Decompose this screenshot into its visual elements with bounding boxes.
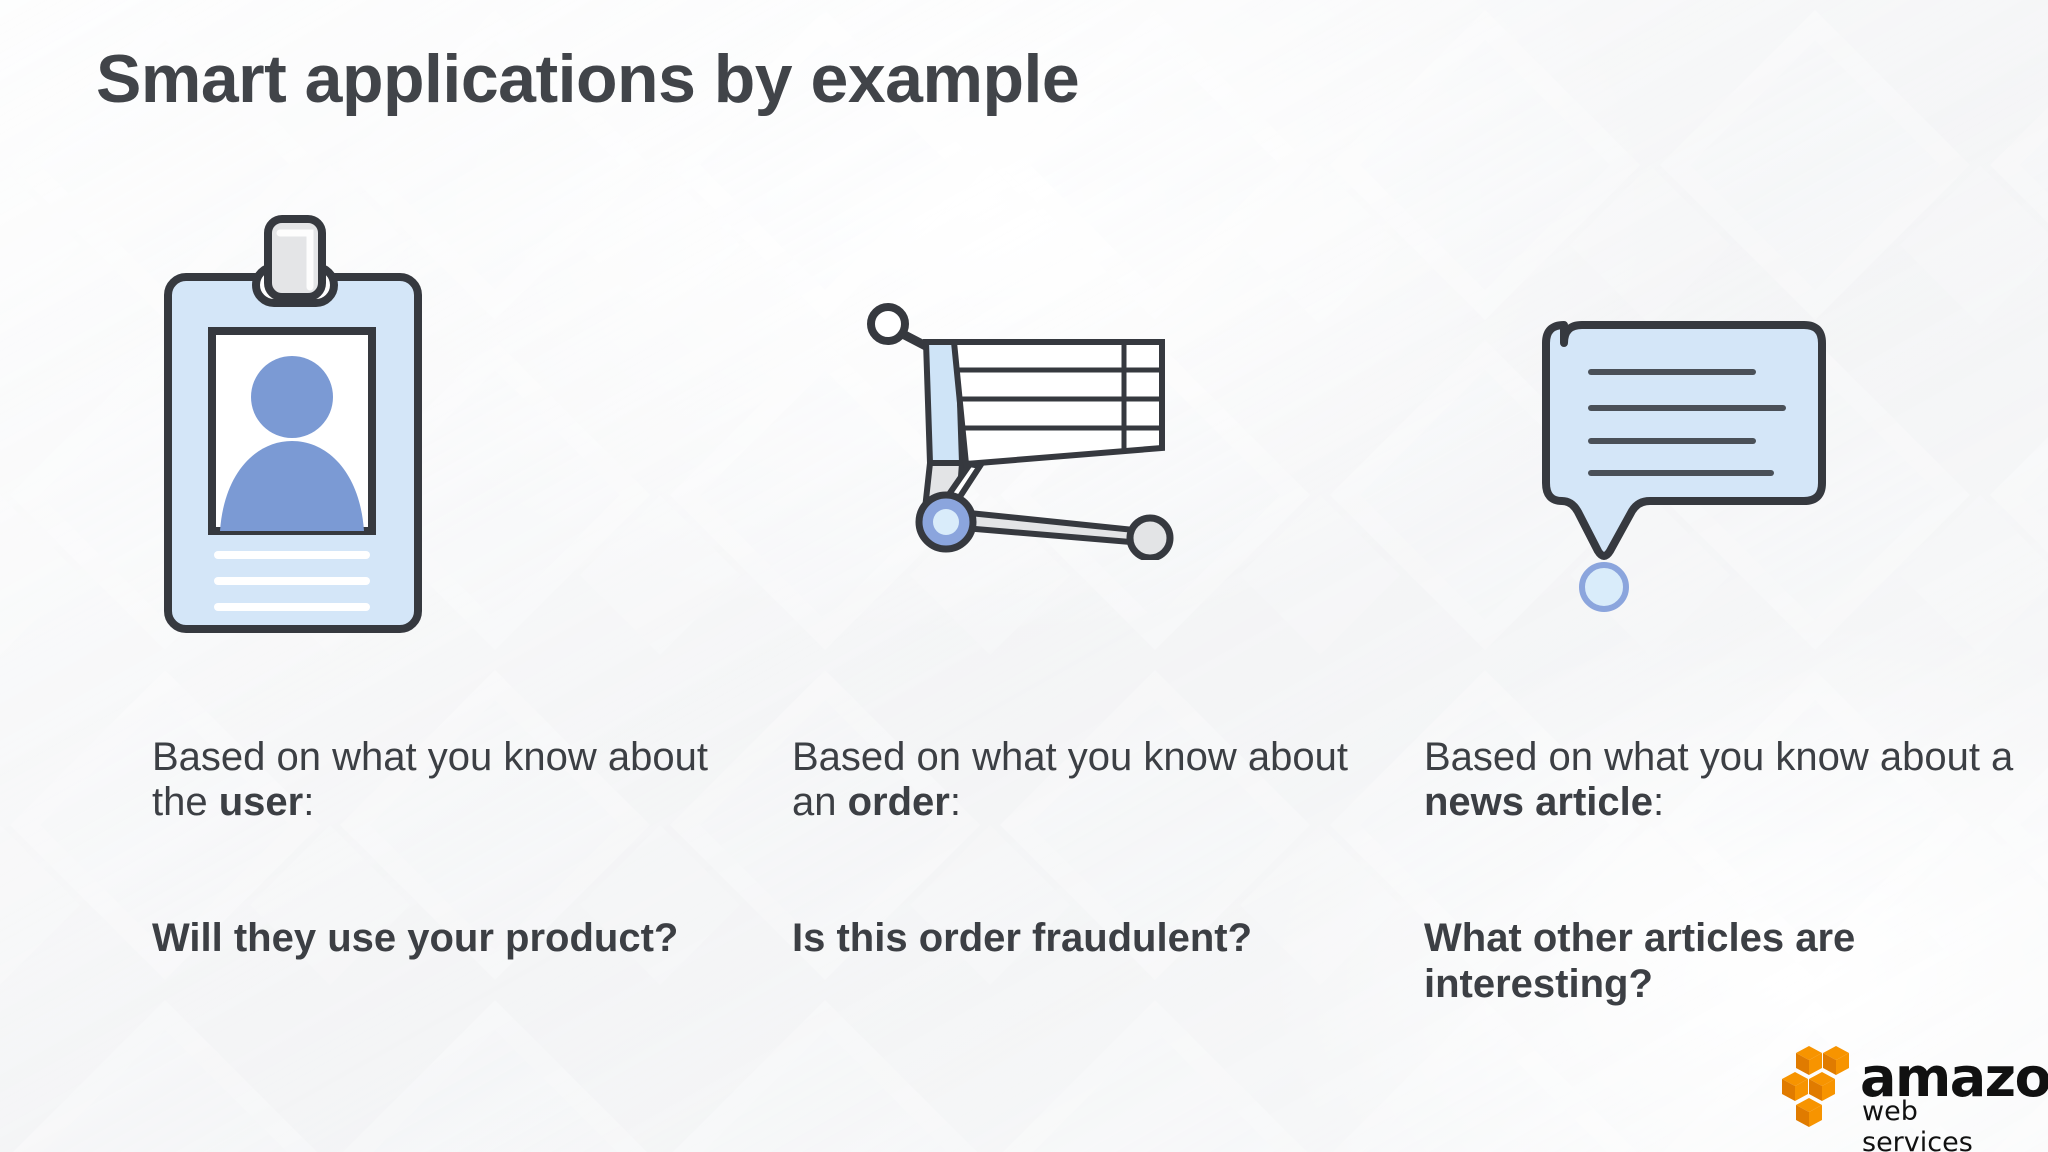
question-news-article: What other articles are interesting? — [1424, 916, 1856, 1006]
aws-cubes-icon — [1782, 1046, 1849, 1127]
caption-prefix: Based on what you know about a — [1424, 735, 2014, 779]
question-order: Is this order fraudulent? — [792, 916, 1253, 960]
question-user: Will they use your product? — [152, 916, 679, 960]
caption-keyword: user — [218, 779, 304, 824]
shopping-cart-icon — [862, 300, 1422, 750]
caption-order: Based on what you know about an order: — [792, 735, 1372, 825]
caption-suffix: : — [1653, 779, 1665, 824]
page-title: Smart applications by example — [96, 41, 1080, 117]
caption-prefix: Based on what you know about an — [792, 735, 1348, 824]
aws-amazon-wordmark: amazon — [1860, 1046, 2048, 1109]
aws-logo: amazon web services — [1776, 1040, 2048, 1152]
id-badge-icon — [152, 215, 712, 665]
caption-suffix: : — [949, 779, 961, 824]
speech-bubble-icon — [1542, 315, 2048, 765]
caption-news-article: Based on what you know about a news arti… — [1424, 735, 2048, 825]
caption-prefix: Based on what you know about the — [152, 735, 708, 824]
aws-web-services-text: web services — [1862, 1096, 1973, 1152]
column-news-article: Based on what you know about a news arti… — [1372, 0, 2013, 1152]
column-order: Based on what you know about an order: I… — [740, 0, 1380, 1152]
caption-keyword: news article — [1424, 779, 1654, 824]
column-user: Based on what you know about the user: W… — [100, 0, 740, 1152]
caption-user: Based on what you know about the user: — [152, 735, 732, 825]
caption-keyword: order — [847, 779, 950, 824]
caption-suffix: : — [303, 779, 315, 824]
